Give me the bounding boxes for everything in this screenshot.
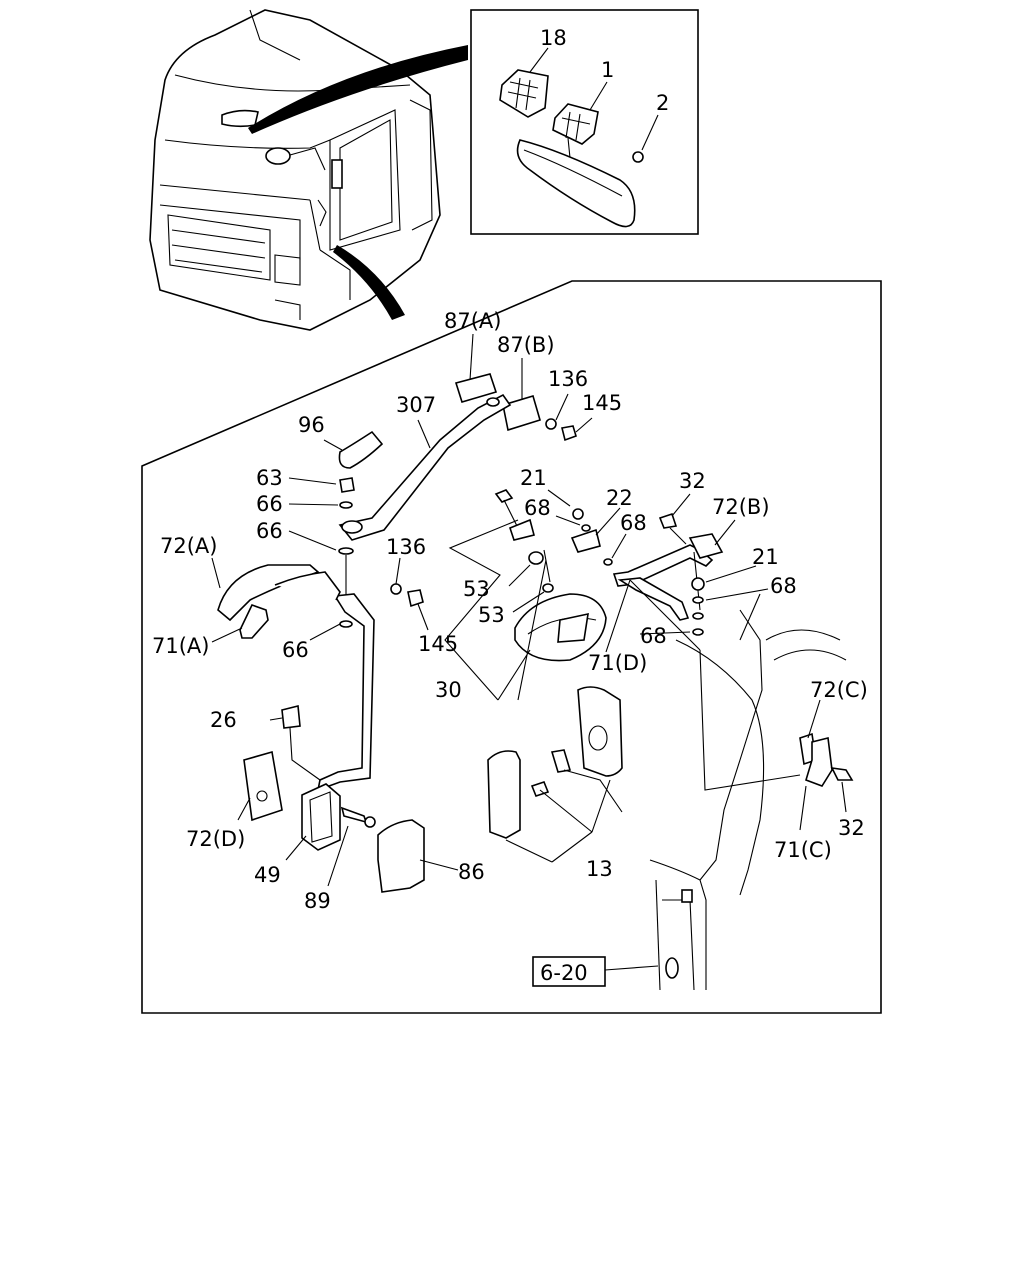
screw-2-icon: [632, 151, 644, 163]
callout-labels: 87(A) 87(B) 307 136 145 96 63 66 66 72(A…: [152, 309, 868, 913]
bracket-72a-icon: [217, 564, 320, 622]
callout-18: 18: [540, 26, 567, 50]
callout-63: 63: [256, 466, 283, 490]
callout-32-top: 32: [679, 469, 706, 493]
callout-21-a: 21: [520, 466, 547, 490]
bolt-89-icon: [340, 806, 368, 824]
callout-145-mid: 145: [418, 632, 458, 656]
callout-68-b: 68: [620, 511, 647, 535]
reference-label: 6-20: [540, 961, 588, 985]
callout-72c: 72(C): [810, 678, 868, 702]
callout-87a: 87(A): [444, 309, 501, 333]
callout-68-a: 68: [524, 496, 551, 520]
callout-87b: 87(B): [497, 333, 555, 357]
bolt-32-bottom-icon: [830, 766, 854, 781]
callout-49: 49: [254, 863, 281, 887]
nut-145-top-icon: [561, 425, 577, 442]
bracket-71c-icon: [805, 737, 833, 787]
door-handle-icon: [665, 957, 679, 979]
plate-87a-icon: [454, 373, 498, 403]
bracket-49-icon: [301, 783, 341, 851]
pad-18-icon: [499, 69, 549, 118]
callout-89: 89: [304, 889, 331, 913]
stay-71d-icon: [612, 544, 714, 587]
bracket-22-icon: [570, 528, 601, 553]
callout-1: 1: [601, 58, 614, 82]
mirror-parts: [217, 373, 854, 991]
callout-13: 13: [586, 857, 613, 881]
callout-2: 2: [656, 91, 669, 115]
plate-87b-icon: [502, 395, 541, 432]
callout-21-b: 21: [752, 545, 779, 569]
callout-307: 307: [396, 393, 436, 417]
main-frame: [141, 280, 882, 1014]
callout-136-top: 136: [548, 367, 588, 391]
callout-72d: 72(D): [186, 827, 245, 851]
door-frame: [699, 609, 763, 881]
reference-box[interactable]: 6-20: [532, 956, 606, 987]
callout-66-a: 66: [256, 492, 283, 516]
truck-cab-illustration: [149, 9, 468, 331]
nut-145-mid-icon: [407, 589, 424, 608]
bolt-32-top-icon: [658, 512, 678, 529]
callout-32-bottom: 32: [838, 816, 865, 840]
callout-86: 86: [458, 860, 485, 884]
mirror-arm-icon: [316, 593, 375, 792]
washer-136-top-icon: [545, 418, 557, 430]
callout-145-top: 145: [582, 391, 622, 415]
stay-307-icon: [338, 393, 512, 541]
nut-63-icon: [339, 477, 355, 493]
callout-71c: 71(C): [774, 838, 832, 862]
callout-71d: 71(D): [588, 651, 647, 675]
callout-53-b: 53: [478, 603, 505, 627]
callout-136-mid: 136: [386, 535, 426, 559]
bracket-71a-icon: [239, 604, 269, 639]
bracket-1-icon: [552, 103, 599, 145]
washer-136-mid-icon: [390, 583, 402, 595]
callout-66-c: 66: [282, 638, 309, 662]
callout-68-c: 68: [770, 574, 797, 598]
leader-lines: [211, 333, 847, 971]
inset-mirror-box: 18 1 2: [470, 9, 699, 235]
callout-68-d: 68: [640, 624, 667, 648]
callout-72a: 72(A): [160, 534, 217, 558]
bulb-96-icon: [338, 430, 384, 469]
clip-26-icon: [281, 704, 301, 729]
bracket-72b-icon: [688, 533, 724, 559]
callout-72b: 72(B): [712, 495, 770, 519]
callout-71a: 71(A): [152, 634, 209, 658]
callout-22: 22: [606, 486, 633, 510]
bolt-21-icon: [494, 489, 514, 503]
callout-26: 26: [210, 708, 237, 732]
callout-53-a: 53: [463, 577, 490, 601]
callout-96: 96: [298, 413, 325, 437]
callout-66-b: 66: [256, 519, 283, 543]
callout-30: 30: [435, 678, 462, 702]
cover-13-icon: [487, 750, 521, 839]
plate-72d-icon: [243, 750, 283, 822]
mirror-head-icon: [577, 686, 623, 777]
rear-view-mirror-icon: [516, 139, 636, 228]
cover-86-icon: [377, 819, 425, 893]
